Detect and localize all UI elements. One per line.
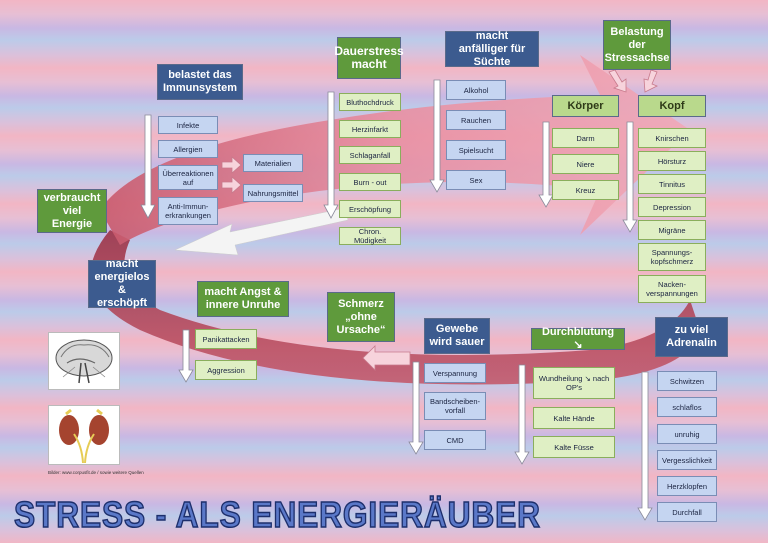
adrenalin-item: Vergesslichkeit	[657, 450, 717, 470]
adrenalin-item: Schwitzen	[657, 371, 717, 391]
sucht-item: Sex	[446, 170, 506, 190]
kidney-image	[48, 405, 120, 465]
adrenalin-item: Durchfall	[657, 502, 717, 522]
angst-item: Panikattacken	[195, 329, 257, 349]
sucht-item: Alkohol	[446, 80, 506, 100]
immune-subitem: Materialien	[243, 154, 303, 172]
brain-image	[48, 332, 120, 390]
kopf-item: Hörsturz	[638, 151, 706, 171]
dauerstress-item: Burn - out	[339, 173, 401, 191]
kidney-icon	[59, 408, 109, 464]
gewebe-item: Verspannung	[424, 363, 486, 383]
schmerz-header: Schmerz „ohne Ursache“	[327, 292, 395, 342]
adrenalin-item: Herzklopfen	[657, 476, 717, 496]
gewebe-item: CMD	[424, 430, 486, 450]
sucht-item: Spielsucht	[446, 140, 506, 160]
kopf-item: Depression	[638, 197, 706, 217]
immune-subitem: Nahrungsmittel	[243, 184, 303, 202]
immune-item: Anti-Immun-erkrankungen	[158, 197, 218, 225]
page-title: STRESS - ALS ENERGIERÄUBER	[13, 493, 541, 536]
kopf-item: Knirschen	[638, 128, 706, 148]
durchblutung-header: Durchblutung ↘	[531, 326, 625, 351]
gewebe-item: Bandscheiben-vorfall	[424, 392, 486, 420]
sucht-item: Rauchen	[446, 110, 506, 130]
immune-item: Überreaktionen auf	[158, 165, 218, 190]
immune-item: Allergien	[158, 140, 218, 158]
kopf-item: Tinnitus	[638, 174, 706, 194]
sucht-header: macht anfälliger für Süchte	[445, 30, 539, 68]
brain-icon	[55, 339, 113, 384]
angst-item: Aggression	[195, 360, 257, 380]
kopf-item: Migräne	[638, 220, 706, 240]
koerper-item: Darm	[552, 128, 619, 148]
durchblutung-item: Wundheilung ↘ nach OP's	[533, 367, 615, 399]
energy-uses-box: verbraucht viel Energie	[37, 189, 107, 233]
gewebe-header: Gewebe wird sauer	[424, 318, 490, 354]
dauerstress-header: Dauerstress macht	[334, 37, 404, 79]
koerper-item: Niere	[552, 154, 619, 174]
durchblutung-item: Kalte Füsse	[533, 436, 615, 458]
immune-item: Infekte	[158, 116, 218, 134]
energy-makes-box: macht energielos & erschöpft	[88, 258, 156, 309]
adrenalin-header: zu viel Adrenalin	[655, 317, 728, 357]
energy-uses-label: verbraucht viel Energie	[43, 191, 101, 230]
dauerstress-item: Bluthochdruck	[339, 93, 401, 111]
kopf-item: Spannungs-kopfschmerz	[638, 243, 706, 271]
dauerstress-item: Erschöpfung	[339, 200, 401, 218]
dauerstress-item: Herzinfarkt	[339, 120, 401, 138]
durchblutung-item: Kalte Hände	[533, 407, 615, 429]
image-credit: Bilder: www.corpusfit.de / sowie weitere…	[48, 470, 144, 475]
angst-header: macht Angst & innere Unruhe	[197, 281, 289, 317]
adrenalin-item: schlaflos	[657, 397, 717, 417]
belastung-header: Belastung der Stressachse	[603, 20, 671, 70]
energy-makes-label: macht energielos & erschöpft	[94, 258, 150, 309]
adrenalin-item: unruhig	[657, 424, 717, 444]
kopf-item: Nacken-verspannungen	[638, 275, 706, 303]
dauerstress-item: Schlaganfall	[339, 146, 401, 164]
koerper-item: Kreuz	[552, 180, 619, 200]
kopf-header: Kopf	[638, 95, 706, 117]
immune-header: belastet das Immunsystem	[157, 64, 243, 100]
dauerstress-item: Chron. Müdigkeit	[339, 227, 401, 245]
koerper-header: Körper	[552, 95, 619, 117]
